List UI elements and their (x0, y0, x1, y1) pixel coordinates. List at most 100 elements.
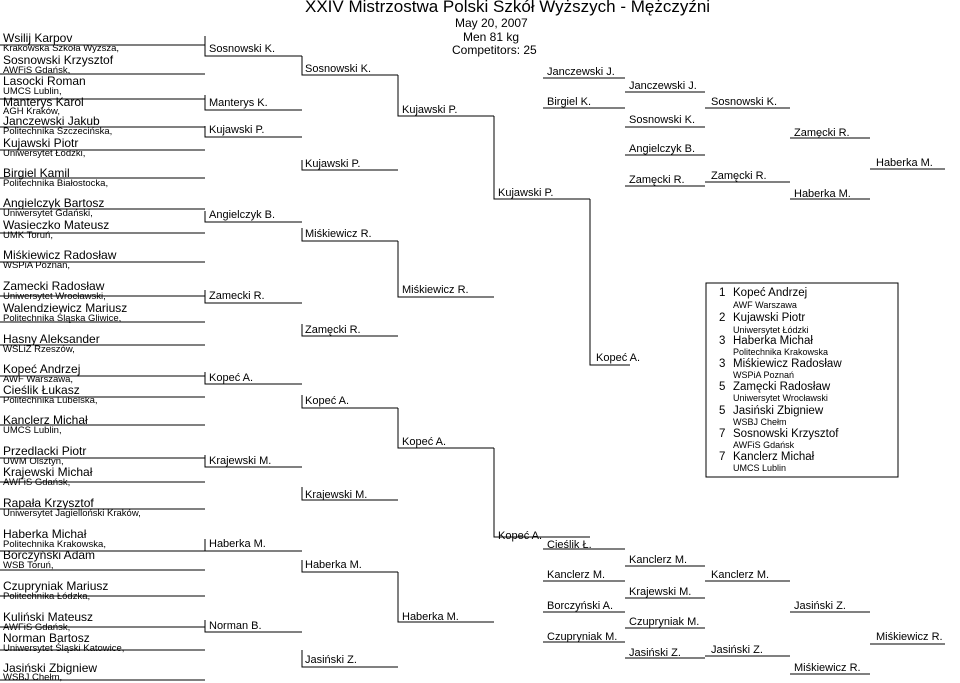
result-club: WSPiA Poznań (733, 370, 795, 380)
result-name: Zamęcki Radosław (733, 381, 831, 393)
player-club: WSPiA Poznań, (3, 260, 71, 271)
result-club: AWF Warszawa (733, 300, 797, 310)
repechage-entry: Haberka M. (794, 188, 851, 200)
repechage-entry: Jasiński Z. (711, 644, 763, 656)
player-name: Kopeć Andrzej (3, 362, 81, 376)
player-name: Haberka Michał (3, 527, 87, 541)
player-name: Przedlacki Piotr (3, 444, 87, 458)
player-club: WSB Toruń, (3, 560, 54, 571)
result-place: 3 (719, 358, 726, 370)
player-name: Wsilij Karpov (3, 31, 73, 45)
repechage-entry: Zamęcki R. (629, 174, 685, 186)
player-club: Politechnika Śląska Gliwice, (3, 313, 122, 324)
result-club: Uniwersytet Łódzki (733, 325, 809, 335)
result-club: UMCS Lublin (733, 463, 787, 473)
player-name: Miśkiewicz Radosław (3, 248, 117, 262)
repechage-entry: Czupryniak M. (547, 631, 618, 643)
player-club: AWFiS Gdańsk, (3, 65, 71, 76)
winner-r1: Sosnowski K. (209, 43, 276, 55)
player-club: Uniwersytet Łódzki, (3, 148, 86, 159)
player-name: Kuliński Mateusz (3, 610, 94, 624)
winner-r3: Miśkiewicz R. (402, 284, 469, 296)
player-name: Walendziewicz Mariusz (3, 301, 128, 315)
result-club: WSBJ Chełm (733, 417, 787, 427)
player-name: Jasiński Zbigniew (3, 661, 98, 675)
winner-r1: Krajewski M. (209, 455, 272, 467)
repechage-entry: Sosnowski K. (629, 114, 696, 126)
repechage-entry: Angielczyk B. (629, 143, 696, 155)
player-club: UWM Olsztyn, (3, 456, 64, 467)
result-place: 1 (719, 287, 726, 299)
player-club: Uniwersytet Gdański, (3, 208, 93, 219)
repechage-entry: Janczewski J. (547, 66, 615, 78)
player-name: Krajewski Michał (3, 465, 93, 479)
player-club: UMCS Lublin, (3, 86, 62, 97)
winner-r3: Haberka M. (402, 611, 459, 623)
winner-r4: Kujawski P. (498, 187, 554, 199)
repechage-entry: Borczyński A. (547, 600, 614, 612)
repechage-entry: Kanclerz M. (629, 554, 688, 566)
winner-r3: Kopeć A. (402, 436, 447, 448)
competitors-count: Competitors: 25 (452, 43, 537, 57)
repechage-final: Haberka M. (876, 157, 933, 169)
weight-category: Men 81 kg (463, 30, 520, 44)
player-club: Politechnika Białostocka, (3, 178, 109, 189)
player-club: UMCS Lublin, (3, 425, 62, 436)
winner-r4: Kopeć A. (498, 530, 543, 542)
player-name: Janczewski Jakub (3, 114, 100, 128)
final-winner: Kopeć A. (596, 352, 641, 364)
result-place: 5 (719, 381, 726, 393)
winner-r2: Sosnowski K. (305, 63, 372, 75)
result-place: 5 (719, 405, 726, 417)
winner-r1: Manterys K. (209, 97, 268, 109)
player-name: Norman Bartosz (3, 631, 90, 645)
player-club: AWFiS Gdańsk, (3, 622, 71, 633)
player-name: Hasny Aleksander (3, 332, 100, 346)
player-club: Politechnika Łódzka, (3, 591, 91, 602)
result-name: Kanclerz Michał (733, 451, 815, 463)
player-club: Politechnika Krakowska, (3, 539, 106, 550)
result-club: Politechnika Krakowska (733, 347, 829, 357)
player-club: Politechnika Szczecińska, (3, 126, 113, 137)
result-name: Jasiński Zbigniew (733, 405, 824, 417)
winner-r2: Kujawski P. (305, 158, 361, 170)
player-name: Sosnowski Krzysztof (3, 53, 114, 67)
player-name: Manterys Karol (3, 95, 84, 109)
winner-r1: Zamecki R. (209, 290, 265, 302)
result-club: AWFiS Gdańsk (733, 440, 795, 450)
player-club: Uniwersytet Wrocławski, (3, 291, 106, 302)
result-name: Haberka Michał (733, 335, 813, 347)
player-club: Uniwersytet Śląski Katowice, (3, 643, 125, 654)
repechage-entry: Czupryniak M. (629, 616, 700, 628)
repechage-entry: Jasiński Z. (794, 600, 846, 612)
player-club: WSLiZ Rzeszów, (3, 344, 75, 355)
winner-r1: Haberka M. (209, 538, 266, 550)
player-club: AWF Warszawa, (3, 374, 74, 385)
winner-r2: Zamęcki R. (305, 324, 361, 336)
repechage-entry: Cieślik Ł. (547, 539, 592, 551)
player-club: UMK Toruń, (3, 230, 53, 241)
result-name: Kopeć Andrzej (733, 287, 808, 299)
page-title: XXIV Mistrzostwa Polski Szkół Wyższych -… (305, 0, 711, 16)
repechage-entry: Krajewski M. (629, 586, 692, 598)
repechage-entry: Jasiński Z. (629, 647, 681, 659)
winner-r1: Kujawski P. (209, 124, 265, 136)
result-name: Kujawski Piotr (733, 312, 806, 324)
winner-r2: Kopeć A. (305, 395, 350, 407)
player-name: Czupryniak Mariusz (3, 579, 109, 593)
winner-r2: Miśkiewicz R. (305, 228, 372, 240)
repechage-entry: Zamęcki R. (711, 170, 767, 182)
player-name: Wasieczko Mateusz (3, 218, 110, 232)
winner-r2: Krajewski M. (305, 489, 368, 501)
player-name: Cieślik Łukasz (3, 383, 80, 397)
winner-r2: Jasiński Z. (305, 654, 357, 666)
repechage-entry: Kanclerz M. (547, 569, 606, 581)
player-club: AGH Kraków, (3, 106, 61, 117)
repechage-entry: Kanclerz M. (711, 569, 770, 581)
result-club: Uniwersytet Wrocławski (733, 393, 828, 403)
repechage-entry: Birgiel K. (547, 96, 592, 108)
player-name: Angielczyk Bartosz (3, 196, 105, 210)
repechage-entry: Janczewski J. (629, 80, 697, 92)
repechage-final: Miśkiewicz R. (876, 631, 943, 643)
